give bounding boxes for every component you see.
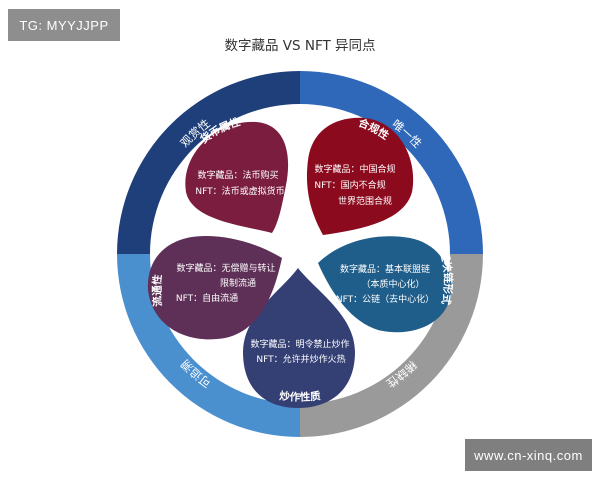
ring-segment-bottom-right	[300, 254, 483, 437]
ring-segment-bottom-left	[117, 254, 300, 437]
petal-circulation: 流通性 数字藏品：无偿赠与转让 限制流通 NFT：自由流通	[147, 236, 282, 340]
petal-line: NFT：公链（去中心化）	[336, 293, 434, 305]
watermark-bottom-right: www.cn-xinq.com	[465, 439, 592, 471]
diagram-title: 数字藏品 VS NFT 异同点	[224, 38, 376, 54]
petal-line: NFT：国内不合规	[314, 179, 385, 191]
petal-line: 数字藏品：法币购买	[197, 169, 278, 181]
petal-label: 区块链形式	[437, 250, 454, 307]
ring-segment-top-right	[300, 71, 483, 254]
petal-shape	[147, 236, 282, 340]
petal-speculation: 炒作性质 数字藏品：明令禁止炒作 NFT：允许并炒作火热	[243, 268, 355, 408]
petal-blockchain: 区块链形式 数字藏品：基本联盟链 （本质中心化） NFT：公链（去中心化）	[318, 236, 455, 333]
petal-label: 流通性	[150, 273, 164, 307]
petal-line: 限制流通	[220, 277, 256, 289]
petal-shape	[306, 117, 414, 235]
ring-segment-top-left	[117, 71, 300, 254]
petal-line: NFT：法币或虚拟货币	[195, 185, 284, 197]
petal-line: 数字藏品：中国合规	[314, 163, 395, 175]
petal-shape	[185, 121, 289, 233]
watermark-top-left: TG: MYYJJPP	[8, 9, 120, 41]
petal-line: NFT：自由流通	[176, 292, 238, 304]
petal-compliance: 合规性 数字藏品：中国合规 NFT：国内不合规 世界范围合规	[306, 116, 414, 235]
petal-currency: 货币属性 数字藏品：法币购买 NFT：法币或虚拟货币	[185, 115, 289, 233]
petal-line: 数字藏品：无偿赠与转让	[176, 262, 275, 274]
petal-line: NFT：允许并炒作火热	[256, 353, 345, 365]
petal-line: 数字藏品：基本联盟链	[340, 263, 430, 275]
petal-line: （本质中心化）	[361, 278, 424, 290]
petal-line: 数字藏品：明令禁止炒作	[250, 338, 349, 350]
petal-label: 炒作性质	[279, 389, 322, 404]
petal-shape	[318, 236, 451, 333]
petal-shape	[243, 268, 355, 408]
petal-line: 世界范围合规	[338, 195, 392, 207]
